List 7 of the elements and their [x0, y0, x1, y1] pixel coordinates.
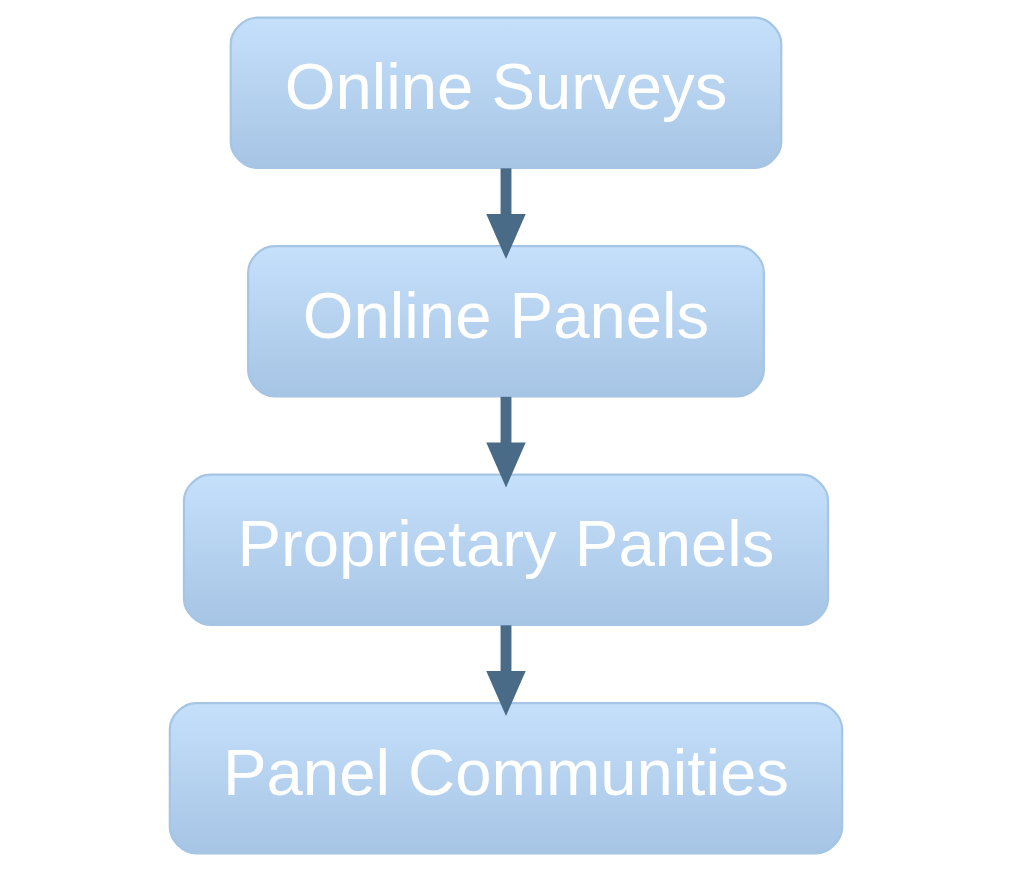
node-box: Proprietary Panels	[182, 473, 829, 626]
node-box: Online Panels	[246, 244, 765, 397]
node-box: Online Surveys	[229, 16, 782, 169]
arrow	[485, 396, 526, 488]
arrow	[485, 624, 526, 716]
node-box: Panel Communities	[168, 701, 843, 854]
arrow	[485, 167, 526, 259]
